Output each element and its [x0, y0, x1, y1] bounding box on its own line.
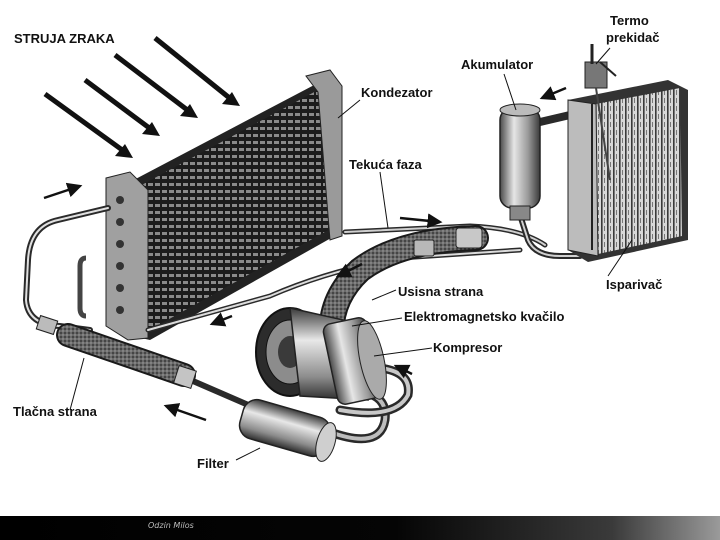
label-pressure-side: Tlačna strana: [13, 404, 97, 419]
label-compressor: Kompresor: [433, 340, 502, 355]
label-filter: Filter: [197, 456, 229, 471]
label-thermo-switch-line2: prekidač: [606, 30, 659, 45]
label-magnetic-clutch: Elektromagnetsko kvačilo: [404, 309, 564, 324]
label-liquid-phase: Tekuća faza: [349, 157, 422, 172]
condenser: [80, 70, 342, 340]
evaporator: [568, 80, 688, 262]
filter: [236, 396, 340, 463]
label-evaporator: Isparivač: [606, 277, 662, 292]
accumulator: [500, 104, 540, 220]
label-accumulator: Akumulator: [461, 57, 533, 72]
footer-bar: Odzin Milos: [0, 516, 720, 540]
label-air-flow: STRUJA ZRAKA: [14, 31, 115, 46]
label-thermo-switch-line1: Termo: [610, 13, 649, 28]
label-condenser: Kondezator: [361, 85, 433, 100]
footer-credit: Odzin Milos: [148, 521, 194, 530]
label-suction-side: Usisna strana: [398, 284, 483, 299]
